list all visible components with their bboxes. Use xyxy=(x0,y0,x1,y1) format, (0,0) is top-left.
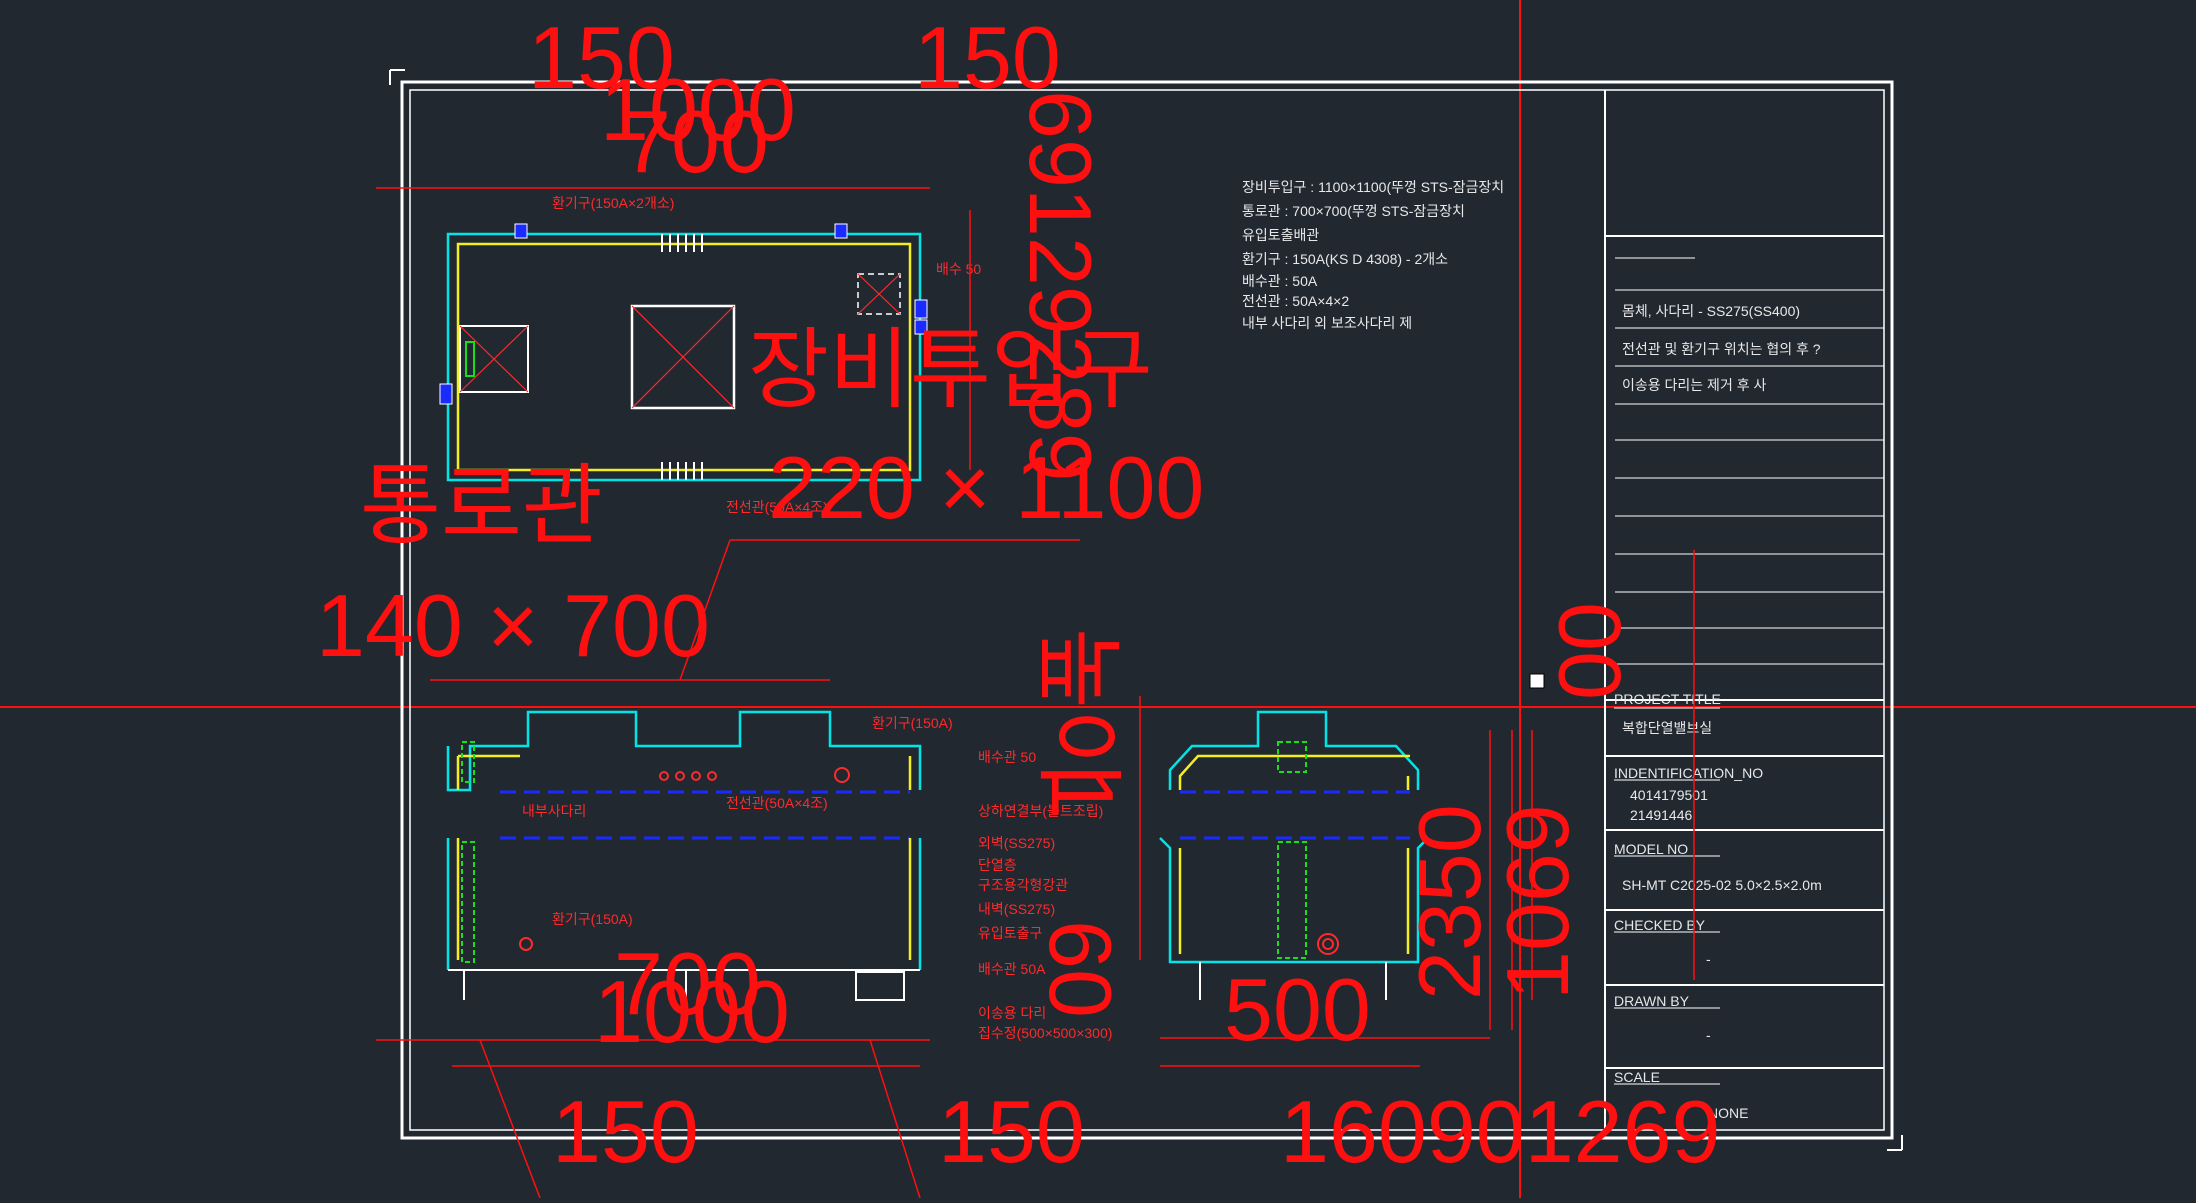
dim-side-vertical-label: 높이 xyxy=(1029,628,1128,790)
dimension-lines xyxy=(376,187,1695,1199)
note-3: 유입토출배관 xyxy=(1242,227,1319,243)
dim-side-vertical-1: 1 xyxy=(1033,770,1132,819)
note-2: 통로관 : 700×700(뚜껑 STS-잠금장치 xyxy=(1242,203,1465,219)
drawn-value: - xyxy=(1706,1027,1711,1043)
dim-bottom-1000: 1000 xyxy=(594,962,790,1061)
front-outer-label: 외벽(SS275) xyxy=(978,835,1055,851)
plan-conduit-label: 전선관(50A×4조) xyxy=(726,499,828,515)
equip-hatch-size: 220 × 1100 xyxy=(768,438,1204,537)
front-vent2-label: 환기구(150A) xyxy=(552,911,633,927)
dim-stack-right-3: 1069 xyxy=(1488,804,1587,1000)
front-insulation-label: 단열층 xyxy=(978,857,1017,873)
identification-2: 21491446 xyxy=(1630,807,1693,823)
spec-note-2: 전선관 및 환기구 위치는 협의 후 ? xyxy=(1622,341,1821,357)
plan-view[interactable] xyxy=(439,223,928,482)
scale-value: NONE xyxy=(1708,1105,1748,1121)
front-view[interactable] xyxy=(446,710,922,1001)
spec-note-1: 몸체, 사다리 - SS275(SS400) xyxy=(1622,303,1800,319)
spec-note-3: 이송용 다리는 제거 후 사 xyxy=(1622,377,1766,393)
identification-1: 4014179501 xyxy=(1630,787,1708,803)
front-transport-label: 이송용 다리 xyxy=(978,1005,1046,1021)
dim-bottom-150-right: 150 xyxy=(938,1082,1085,1181)
project-title: 복합단열밸브실 xyxy=(1622,720,1712,736)
front-inner-label: 내벽(SS275) xyxy=(978,901,1055,917)
dim-top-150-right: 150 xyxy=(914,8,1061,107)
plan-vent-label: 환기구(150A×2개소) xyxy=(552,195,674,211)
passage-title: 통로관 xyxy=(360,456,603,555)
dim-bottom-700: 700 xyxy=(614,934,761,1033)
dim-side-60: 60 xyxy=(1031,920,1130,1018)
sheet-border xyxy=(389,69,1903,1151)
plan-drain-label: 배수 50 xyxy=(936,261,981,277)
note-4: 환기구 : 150A(KS D 4308) - 2개소 xyxy=(1242,251,1448,267)
note-6: 전선관 : 50A×4×2 xyxy=(1242,293,1349,309)
title-block xyxy=(1604,90,1884,1130)
front-vent-label: 환기구(150A) xyxy=(872,715,953,731)
dim-stack-right-2: 00 xyxy=(1540,602,1639,700)
dim-top-1000: 1000 xyxy=(600,60,796,159)
equip-hatch-title: 장비투입구 xyxy=(748,320,1153,419)
passage-size: 140 × 700 xyxy=(316,576,710,675)
dim-stack-right: 2350 xyxy=(1400,804,1499,1000)
model-label: MODEL NO xyxy=(1614,841,1688,857)
front-hinge-label: 상하연결부(볼트조립) xyxy=(978,803,1103,819)
dim-side-stack: 160901269 xyxy=(1280,1082,1720,1181)
front-conduit-label: 전선관(50A×4조) xyxy=(726,795,828,811)
side-view[interactable] xyxy=(1159,710,1429,1000)
checked-value: - xyxy=(1706,951,1711,967)
note-7: 내부 사다리 외 보조사다리 제 xyxy=(1242,315,1412,331)
model-no: SH-MT C2025-02 5.0×2.5×2.0m xyxy=(1622,877,1822,893)
front-drain-label: 배수관 50 xyxy=(978,749,1036,765)
note-1: 장비투입구 : 1100×1100(뚜껑 STS-잠금장치 xyxy=(1242,179,1504,195)
front-sump-label: 집수정(500×500×300) xyxy=(978,1025,1112,1041)
dim-side-500: 500 xyxy=(1224,960,1371,1059)
front-inlet-label: 유입토출구 xyxy=(978,925,1043,941)
front-drain2-label: 배수관 50A xyxy=(978,961,1046,977)
dim-right-vertical-top: 69129289 xyxy=(1011,90,1110,482)
cursor-icon xyxy=(1529,673,1545,689)
notes-block: 장비투입구 : 1100×1100(뚜껑 STS-잠금장치 통로관 : 700×… xyxy=(1242,179,1504,331)
drawn-label: DRAWN BY xyxy=(1614,993,1690,1009)
identification-label: INDENTIFICATION_NO xyxy=(1614,765,1763,781)
checked-label: CHECKED BY xyxy=(1614,917,1706,933)
front-structure-label: 구조용각형강관 xyxy=(978,877,1068,893)
front-ladder-label: 내부사다리 xyxy=(522,803,586,819)
dim-top-150-left: 150 xyxy=(528,8,675,107)
scale-label: SCALE xyxy=(1614,1069,1660,1085)
dim-bottom-150-left: 150 xyxy=(552,1082,699,1181)
note-5: 배수관 : 50A xyxy=(1242,273,1318,289)
dim-top-700: 700 xyxy=(622,92,769,191)
